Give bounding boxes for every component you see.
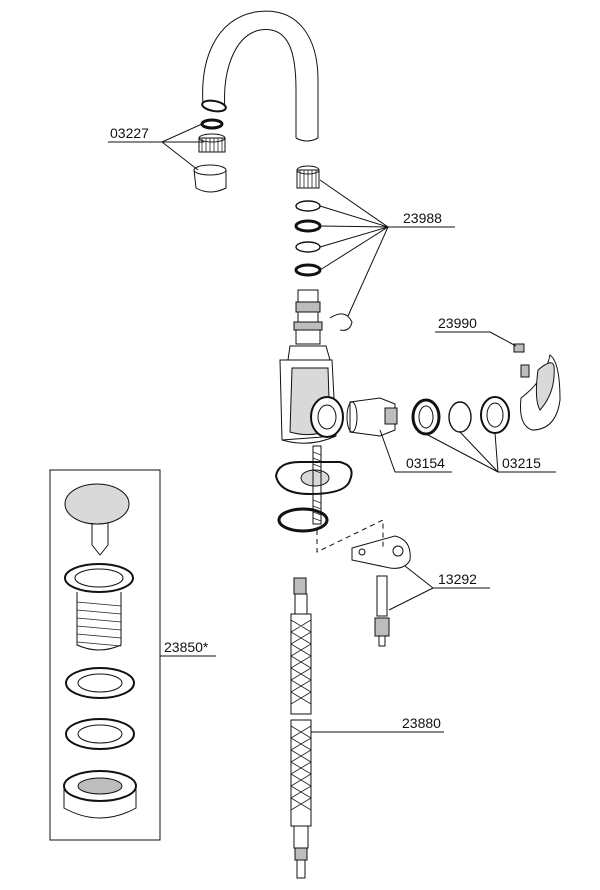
- label-cartridge: 03154: [406, 455, 445, 471]
- flex-hoses: [290, 577, 312, 879]
- base-plate: [274, 445, 353, 533]
- assembly-guide: [316, 519, 384, 553]
- label-hoses: 23880: [402, 715, 441, 731]
- label-orings: 23988: [403, 210, 442, 226]
- label-grubscrew: 23990: [438, 315, 477, 331]
- cartridge: [310, 396, 398, 438]
- grub-screw: [513, 343, 530, 378]
- label-waste: 23850*: [164, 639, 209, 655]
- leader-lines: [108, 123, 556, 733]
- waste-kit: [49, 469, 161, 841]
- fixing-kit: [351, 535, 411, 647]
- label-fixing-kit: 13292: [438, 571, 477, 587]
- aerator-parts: [193, 118, 227, 193]
- label-aerator: 03227: [110, 125, 149, 141]
- spout: [201, 10, 319, 142]
- handle-parts: [411, 354, 561, 436]
- label-handle-set: 03215: [502, 455, 541, 471]
